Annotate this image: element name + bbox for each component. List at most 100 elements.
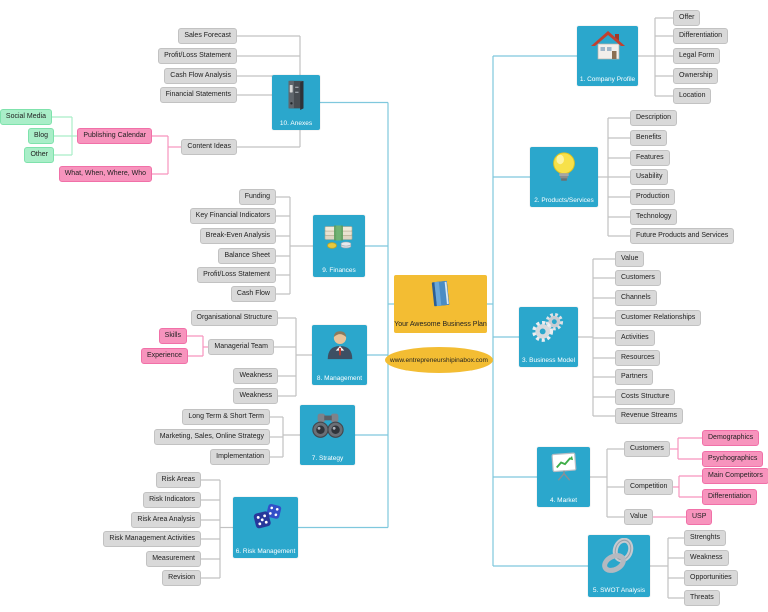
topic-other[interactable]: Other	[24, 147, 54, 163]
main-topic-label: 5. SWOT Analysis	[592, 587, 646, 594]
topic-blog[interactable]: Blog	[27, 128, 54, 144]
topic-threats[interactable]: Threats	[684, 590, 720, 606]
topic-costs-structure[interactable]: Costs Structure	[615, 389, 676, 405]
topic-partners[interactable]: Partners	[615, 369, 654, 385]
topic-revision[interactable]: Revision	[162, 570, 201, 586]
person-icon	[312, 328, 367, 362]
topic-main-competitors[interactable]: Main Competitors	[702, 468, 768, 484]
topic-experience[interactable]: Experience	[140, 348, 188, 364]
topic-opportunities[interactable]: Opportunities	[684, 570, 738, 586]
central-topic[interactable]: Your Awesome Business Plan	[394, 275, 487, 333]
topic-measurement[interactable]: Measurement	[146, 551, 201, 567]
topic-value-1[interactable]: Value	[615, 251, 645, 267]
topic-publishing-calendar[interactable]: Publishing Calendar	[77, 128, 152, 144]
chart-icon	[537, 450, 590, 484]
main-topic-6-risk-management[interactable]: 6. Risk Management	[233, 497, 298, 558]
topic-offer[interactable]: Offer	[673, 10, 701, 26]
topic-what-when-where-who[interactable]: What, When, Where, Who	[58, 166, 152, 182]
topic-long-term-short-term[interactable]: Long Term & Short Term	[182, 409, 270, 425]
topic-risk-areas[interactable]: Risk Areas	[155, 472, 201, 488]
topic-balance-sheet[interactable]: Balance Sheet	[218, 248, 276, 264]
topic-organisational-structure[interactable]: Organisational Structure	[190, 310, 278, 326]
topic-social-media[interactable]: Social Media	[0, 109, 52, 125]
topic-psychographics[interactable]: Psychographics	[702, 451, 764, 467]
main-topic-10-anexes[interactable]: 10. Anexes	[272, 75, 320, 130]
binder-icon	[272, 78, 320, 112]
topic-description[interactable]: Description	[630, 110, 678, 126]
topic-technology[interactable]: Technology	[630, 209, 678, 225]
topic-location[interactable]: Location	[673, 88, 712, 104]
topic-weakness-1[interactable]: Weakness	[684, 550, 729, 566]
book-icon	[394, 278, 487, 310]
topic-activities[interactable]: Activities	[615, 330, 655, 346]
main-topic-2-products-services[interactable]: 2. Products/Services	[530, 147, 598, 207]
topic-cash-flow[interactable]: Cash Flow	[230, 286, 276, 302]
topic-content-ideas[interactable]: Content Ideas	[181, 139, 237, 155]
main-topic-label: 10. Anexes	[279, 120, 313, 127]
topic-customers-2[interactable]: Customers	[624, 441, 670, 457]
topic-key-financial-indicators[interactable]: Key Financial Indicators	[189, 208, 276, 224]
main-topic-3-business-model[interactable]: 3. Business Model	[519, 307, 578, 367]
topic-demographics[interactable]: Demographics	[702, 430, 760, 446]
topic-channels[interactable]: Channels	[615, 290, 657, 306]
main-topic-9-finances[interactable]: 9. Finances	[313, 215, 365, 277]
topic-funding[interactable]: Funding	[238, 189, 276, 205]
main-topic-label: 1. Company Profile	[579, 76, 636, 83]
main-topic-label: 8. Management	[316, 375, 363, 382]
topic-competition[interactable]: Competition	[624, 479, 674, 495]
topic-financial-statements[interactable]: Financial Statements	[159, 87, 237, 103]
topic-risk-area-analysis[interactable]: Risk Area Analysis	[131, 512, 201, 528]
topic-legal-form[interactable]: Legal Form	[673, 48, 721, 64]
topic-risk-indicators[interactable]: Risk Indicators	[143, 492, 201, 508]
topic-differentiation-1[interactable]: Differentiation	[673, 28, 729, 44]
topic-weakness-3[interactable]: Weakness	[233, 388, 278, 404]
topic-pl-statement-1[interactable]: Profit/Loss Statement	[158, 48, 237, 64]
topic-customer-relationships[interactable]: Customer Relationships	[615, 310, 702, 326]
central-topic-label: Your Awesome Business Plan	[394, 321, 487, 328]
dice-icon	[233, 500, 298, 534]
topic-features[interactable]: Features	[630, 150, 670, 166]
topic-usp[interactable]: USP	[686, 509, 713, 525]
topic-ownership[interactable]: Ownership	[673, 68, 719, 84]
topic-benefits[interactable]: Benefits	[630, 130, 668, 146]
main-topic-label: 9. Finances	[322, 267, 356, 274]
topic-usability[interactable]: Usability	[630, 169, 669, 185]
topic-pl-statement-2[interactable]: Profit/Loss Statement	[197, 267, 276, 283]
topic-risk-management-activities[interactable]: Risk Management Activities	[103, 531, 201, 547]
topic-marketing-sales-online[interactable]: Marketing, Sales, Online Strategy	[153, 429, 270, 445]
topic-break-even-analysis[interactable]: Break-Even Analysis	[199, 228, 276, 244]
topic-sales-forecast[interactable]: Sales Forecast	[178, 28, 237, 44]
main-topic-4-market[interactable]: 4. Market	[537, 447, 590, 507]
main-topic-label: 3. Business Model	[521, 357, 576, 364]
website-label: www.entrepreneurshipinabox.com	[390, 356, 488, 364]
topic-production[interactable]: Production	[630, 189, 676, 205]
topic-future-products[interactable]: Future Products and Services	[630, 228, 735, 244]
main-topic-label: 6. Risk Management	[235, 548, 296, 555]
topic-implementation[interactable]: Implementation	[210, 449, 270, 465]
topic-cash-flow-analysis[interactable]: Cash Flow Analysis	[164, 68, 237, 84]
binoculars-icon	[300, 408, 355, 442]
house-icon	[577, 29, 638, 63]
main-topic-1-company-profile[interactable]: 1. Company Profile	[577, 26, 638, 86]
main-topic-label: 7. Strategy	[311, 455, 344, 462]
main-topic-label: 4. Market	[549, 497, 578, 504]
topic-value-2[interactable]: Value	[624, 509, 654, 525]
main-topic-7-strategy[interactable]: 7. Strategy	[300, 405, 355, 465]
topic-resources[interactable]: Resources	[615, 350, 661, 366]
topic-skills[interactable]: Skills	[158, 328, 187, 344]
topic-weakness-2[interactable]: Weakness	[233, 368, 278, 384]
gears-icon	[519, 310, 578, 345]
topic-customers-1[interactable]: Customers	[615, 270, 661, 286]
main-topic-label: 2. Products/Services	[534, 197, 594, 204]
topic-differentiation-2[interactable]: Differentiation	[702, 489, 758, 505]
lightbulb-icon	[530, 150, 598, 185]
topic-revenue-streams[interactable]: Revenue Streams	[615, 408, 684, 424]
main-topic-5-swot-analysis[interactable]: 5. SWOT Analysis	[588, 535, 650, 597]
website-callout[interactable]: www.entrepreneurshipinabox.com	[385, 347, 493, 373]
topic-managerial-team[interactable]: Managerial Team	[208, 339, 274, 355]
main-topic-8-management[interactable]: 8. Management	[312, 325, 367, 385]
topic-strenghts[interactable]: Strenghts	[684, 530, 726, 546]
money-icon	[313, 218, 365, 254]
